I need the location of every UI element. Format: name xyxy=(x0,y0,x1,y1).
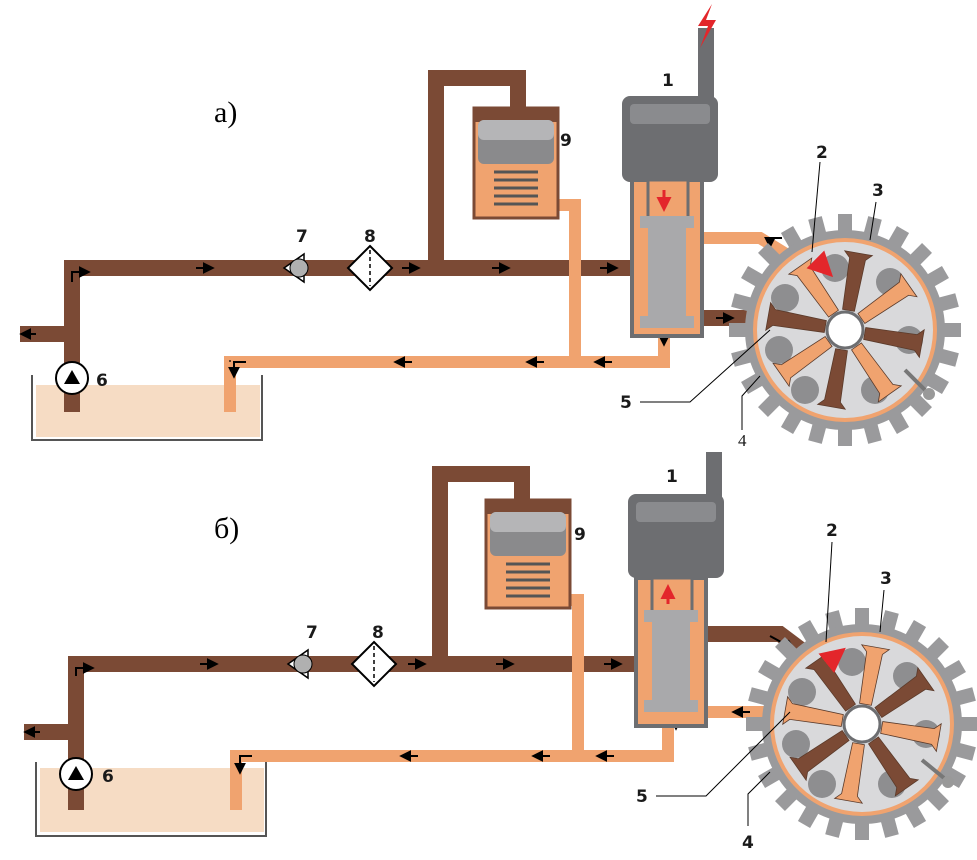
label-9: 9 xyxy=(574,525,586,545)
case-label: б) xyxy=(214,512,239,545)
label-3: 3 xyxy=(880,569,892,589)
pump xyxy=(55,361,89,395)
accumulator xyxy=(484,498,572,610)
rotor-vane xyxy=(782,695,844,727)
label-7: 7 xyxy=(296,227,308,247)
label-5: 5 xyxy=(620,393,632,413)
lightning-bolt-icon xyxy=(698,4,716,48)
rotor-vane xyxy=(868,736,920,797)
return-line xyxy=(224,199,816,412)
rotor-assembly xyxy=(729,214,961,446)
label-8: 8 xyxy=(372,623,384,643)
rotor-vane xyxy=(874,666,935,718)
check-valve xyxy=(282,252,309,284)
label-4: 4 xyxy=(738,431,747,450)
tank-outline xyxy=(35,762,267,837)
filter xyxy=(346,244,394,292)
solenoid-valve xyxy=(628,452,724,728)
label-6: 6 xyxy=(96,371,108,391)
rotation-indicator xyxy=(806,250,834,278)
rotor-vane xyxy=(833,742,865,804)
check-valve xyxy=(286,648,313,680)
label-2: 2 xyxy=(816,143,828,163)
label-3: 3 xyxy=(872,181,884,201)
label-2: 2 xyxy=(826,521,838,541)
label-6: 6 xyxy=(102,767,114,787)
rotor-vane xyxy=(765,301,827,333)
panel-a: а) 1 2 3 4 5 6 7 8 9 xyxy=(19,4,961,450)
rotor-vane xyxy=(789,730,850,782)
rotor-vane xyxy=(859,644,891,706)
accumulator xyxy=(472,106,560,220)
label-5: 5 xyxy=(636,787,648,807)
rotor-assembly xyxy=(746,608,977,840)
filter xyxy=(350,640,398,688)
label-1: 1 xyxy=(666,467,678,487)
pump xyxy=(59,757,93,791)
rotation-indicator xyxy=(818,647,846,674)
rotor-vane xyxy=(863,327,925,359)
label-1: 1 xyxy=(662,71,674,91)
rotor-vane xyxy=(816,348,848,410)
rotor-vane xyxy=(851,342,903,403)
label-4: 4 xyxy=(742,833,754,853)
rotor-vane xyxy=(772,336,833,388)
label-9: 9 xyxy=(560,131,572,151)
label-8: 8 xyxy=(364,227,376,247)
rotor-vane xyxy=(842,250,874,312)
rotor-vane xyxy=(857,272,918,324)
case-label: а) xyxy=(214,96,237,129)
tank-outline xyxy=(31,375,263,441)
solenoid-valve xyxy=(622,28,718,338)
panel-b: б) 1 2 3 4 5 6 7 8 9 xyxy=(23,452,977,853)
label-7: 7 xyxy=(306,623,318,643)
rotor-vane xyxy=(880,721,942,753)
